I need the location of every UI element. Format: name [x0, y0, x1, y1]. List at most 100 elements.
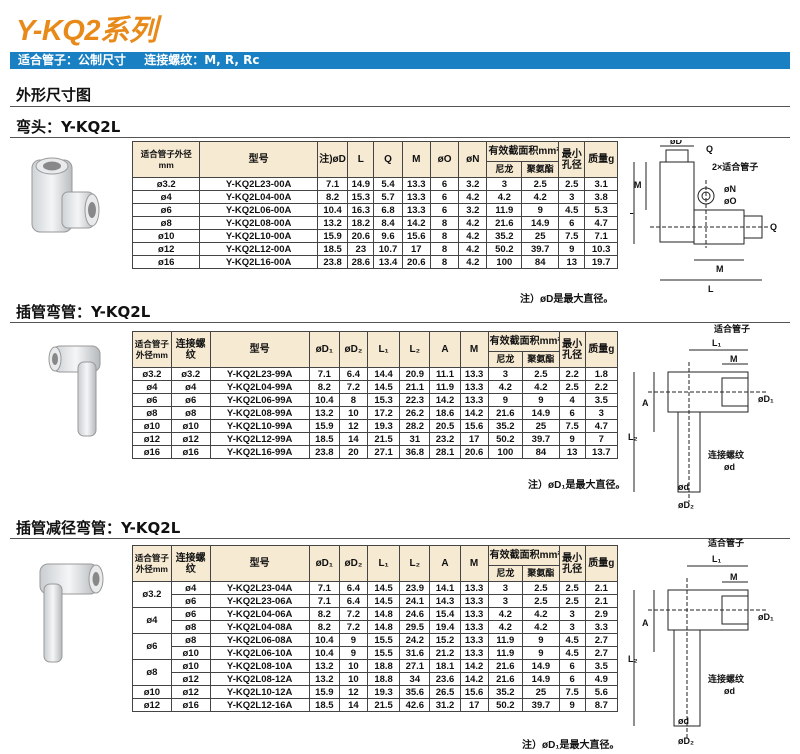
table-cell: 2.7 — [584, 633, 619, 647]
table-cell: 7.1 — [308, 581, 340, 595]
table-cell: 11.9 — [429, 380, 461, 394]
table-cell: 18.5 — [316, 242, 349, 256]
table-cell: ø10 — [170, 419, 211, 433]
drw-o-label: øO — [724, 196, 737, 206]
table-cell: ø10 — [131, 229, 201, 243]
table-cell: 8.2 — [316, 190, 349, 204]
col-a: A — [429, 545, 461, 582]
table-cell: 21.6 — [486, 216, 523, 230]
table-cell: 11.1 — [429, 367, 461, 381]
table-cell: 23.6 — [429, 672, 461, 686]
table-cell: Y-KQ2L06-00A — [199, 203, 318, 217]
table-cell: 14 — [338, 698, 368, 712]
col-n: øN — [458, 141, 488, 178]
table-cell: 7.5 — [558, 419, 586, 433]
table-cell: 3.8 — [584, 190, 618, 204]
outline-divider — [10, 106, 790, 107]
col-d1: øD₁ — [308, 331, 340, 368]
table-cell: 20.6 — [459, 445, 489, 459]
table-cell: 4.2 — [522, 380, 560, 394]
table-cell: 13.7 — [584, 445, 619, 459]
drw3-l2-label: L₂ — [628, 654, 638, 664]
table-cell: 6.4 — [338, 367, 368, 381]
table-cell: 14.9 — [347, 177, 375, 191]
table-cell: 3.2 — [458, 177, 488, 191]
table-cell: 2.5 — [521, 177, 560, 191]
table-cell: ø12 — [131, 242, 201, 256]
table-cell: 15.6 — [401, 229, 431, 243]
col-area: 有效截面积mm² — [486, 141, 560, 162]
table-cell: 20.6 — [401, 255, 431, 269]
table-cell: 18.6 — [429, 406, 461, 420]
col-m: M — [459, 331, 489, 368]
table-cell: 10 — [338, 672, 368, 686]
table-cell: 13.3 — [459, 367, 489, 381]
table-cell: 13.3 — [459, 646, 489, 660]
table-cell: ø16 — [170, 698, 211, 712]
col-urethane: 聚氨酯 — [522, 565, 560, 582]
table-cell: 2.2 — [558, 367, 586, 381]
table-cell: 7.2 — [338, 380, 368, 394]
table-cell: 8.7 — [584, 698, 619, 712]
table-cell: 28.6 — [347, 255, 375, 269]
table-cell: 31.6 — [399, 646, 431, 660]
section-elbow-title: 弯头：Y-KQ2L — [16, 118, 121, 136]
table-cell: 18.5 — [308, 432, 340, 446]
table-cell: ø12 — [170, 672, 211, 686]
table-cell: Y-KQ2L08-10A — [209, 659, 310, 673]
table-cell: ø4 — [170, 581, 211, 595]
table-cell: Y-KQ2L04-06A — [209, 607, 310, 621]
table-cell: 9.6 — [373, 229, 403, 243]
table-cell: 7.2 — [338, 620, 368, 634]
table-cell: Y-KQ2L16-00A — [199, 255, 318, 269]
table-cell: 15.4 — [429, 607, 461, 621]
table-cell: 14 — [338, 432, 368, 446]
table-cell: 8 — [429, 255, 460, 269]
table-cell: 2.5 — [558, 177, 586, 191]
table-cell: Y-KQ2L10-12A — [209, 685, 310, 699]
table-cell: 2.1 — [584, 581, 619, 595]
table-cell: 21.6 — [487, 672, 524, 686]
drw2-d1-label: øD₁ — [758, 394, 774, 404]
table-cell: 17 — [401, 242, 431, 256]
table-cell: 18.8 — [366, 659, 401, 673]
table-cell: 18.2 — [347, 216, 375, 230]
col-tube-od: 适合管子外径mm — [131, 141, 201, 178]
table-cell: 18.1 — [429, 659, 461, 673]
table-cell: 6.4 — [338, 594, 368, 608]
table-cell: 11.9 — [487, 646, 524, 660]
table-cell: ø10 — [132, 419, 172, 433]
table-cell: 9 — [521, 203, 560, 217]
col-tube-od: 适合管子外径mm — [132, 331, 172, 368]
section-elbow-divider — [10, 137, 790, 138]
table-cell: 6 — [558, 659, 586, 673]
table-cell: 31.2 — [429, 698, 461, 712]
table-cell: 2.5 — [558, 594, 586, 608]
table-cell: 9 — [338, 633, 368, 647]
outline-heading: 外形尺寸图 — [16, 86, 92, 104]
table-cell: 17.2 — [366, 406, 401, 420]
table-cell: 16.3 — [347, 203, 375, 217]
table-cell: 15.3 — [347, 190, 375, 204]
table-cell: 23 — [347, 242, 375, 256]
table-cell: 39.7 — [521, 242, 560, 256]
table-cell: ø12 — [132, 432, 172, 446]
table-cell: 28.2 — [399, 419, 431, 433]
table-cell: 21.1 — [399, 380, 431, 394]
table-cell: 2.5 — [522, 581, 560, 595]
table-cell: 8.4 — [373, 216, 403, 230]
table-cell: 10.4 — [308, 646, 340, 660]
table-cell: ø8 — [132, 406, 172, 420]
table-cell: 8 — [338, 393, 368, 407]
table-cell: 9 — [522, 633, 560, 647]
table-cell: 14.9 — [522, 659, 560, 673]
table-cell: 15.6 — [459, 419, 489, 433]
table-cell: 10 — [338, 659, 368, 673]
table-cell: 13.2 — [308, 672, 340, 686]
table-cell: 23.9 — [399, 581, 431, 595]
table-cell: 4.2 — [458, 242, 488, 256]
